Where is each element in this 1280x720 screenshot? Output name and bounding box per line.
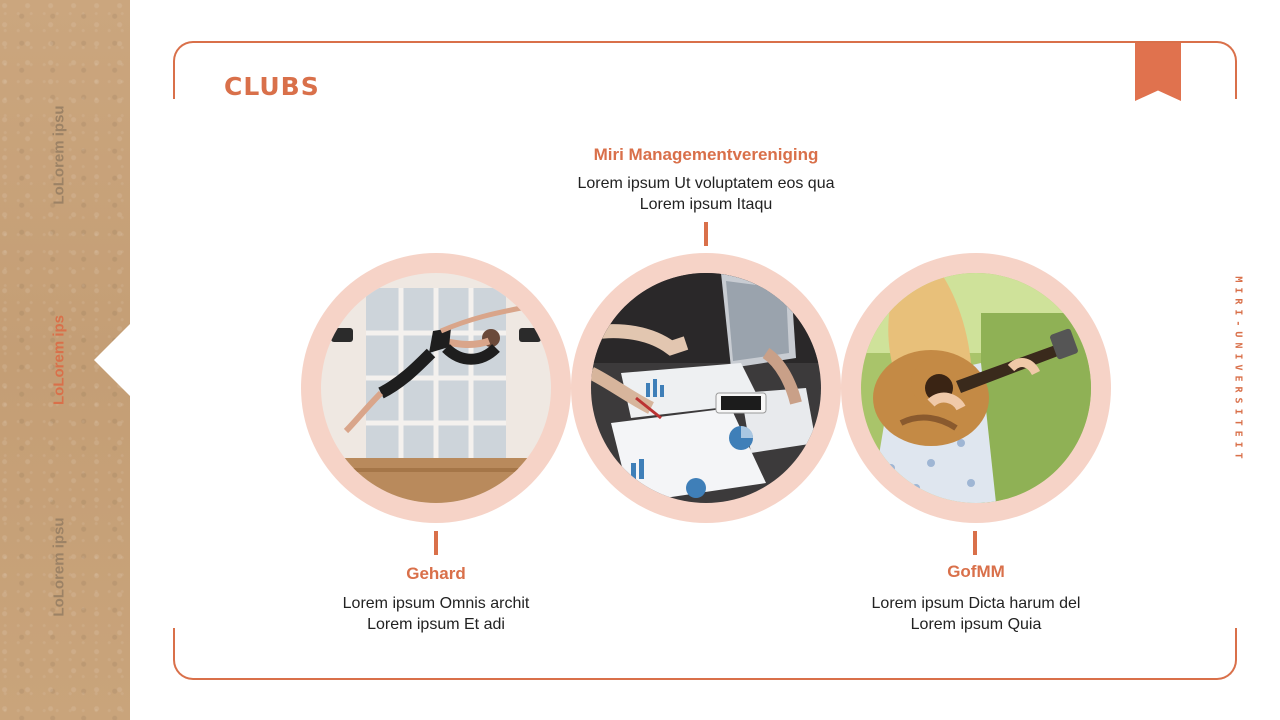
club-desc-line: Lorem ipsum Dicta harum del [871, 595, 1081, 612]
club-circle-management[interactable] [571, 253, 841, 523]
dancer-photo [321, 273, 551, 503]
brand-vertical-text: MIRI-UNIVERSITEIT [1232, 276, 1244, 464]
club-circle-gehard[interactable] [301, 253, 571, 523]
club-desc-gehard: Lorem ipsum Omnis archit Lorem ipsum Et … [266, 593, 606, 635]
sidebar-tab-2-active[interactable]: LoLorem ips [50, 314, 68, 406]
club-desc-line: Lorem ipsum Omnis archit [342, 595, 530, 612]
frame-top-border [173, 41, 1237, 99]
connector-line [973, 531, 977, 555]
club-desc-line: Lorem ipsum Quia [910, 616, 1042, 633]
club-name-gofmm: GofMM [947, 562, 1005, 581]
club-desc-line: Lorem ipsum Et adi [367, 616, 505, 633]
club-desc-line: Lorem ipsum Itaqu [639, 196, 773, 213]
club-circle-gofmm[interactable] [841, 253, 1111, 523]
club-name-management: Miri Managementvereniging [593, 145, 819, 164]
sidebar-tab-1[interactable]: LoLorem ipsu [50, 105, 68, 205]
club-name-gehard: Gehard [406, 564, 466, 583]
club-desc-management: Lorem ipsum Ut voluptatem eos qua Lorem … [536, 173, 876, 215]
connector-line [704, 222, 708, 246]
active-tab-pointer [94, 324, 130, 396]
sidebar-tab-3[interactable]: LoLorem ipsu [50, 517, 68, 617]
frame-bottom-border [173, 628, 1237, 680]
business-meeting-photo [591, 273, 821, 503]
guitar-player-photo [861, 273, 1091, 503]
page-title: CLUBS [224, 72, 320, 101]
club-desc-gofmm: Lorem ipsum Dicta harum del Lorem ipsum … [806, 593, 1146, 635]
club-desc-line: Lorem ipsum Ut voluptatem eos qua [577, 175, 835, 192]
connector-line [434, 531, 438, 555]
